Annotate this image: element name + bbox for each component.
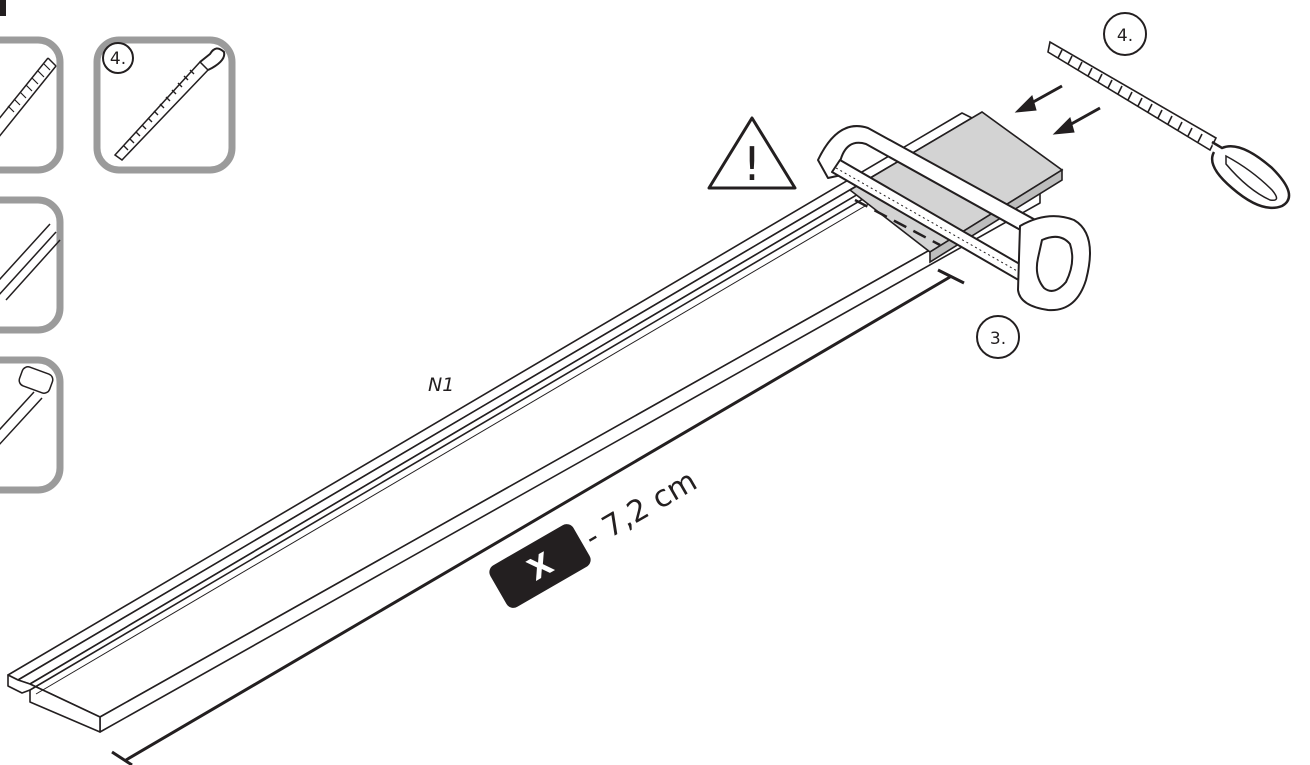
profile-bar-n1 — [7, 112, 1041, 733]
tool-panel-ruler — [0, 36, 64, 174]
ruler-icon — [0, 57, 57, 137]
dimension-value: - 7,2 cm — [579, 463, 703, 555]
hacksaw-icon — [817, 125, 1091, 312]
tool-panel-file: 4. — [93, 36, 236, 174]
warning-symbol: ! — [743, 137, 761, 191]
corner-mark — [0, 0, 6, 16]
warning-triangle-icon: ! — [707, 116, 797, 191]
arrow-left-icon — [1014, 84, 1063, 113]
step-label-3: 3. — [990, 329, 1006, 349]
direction-arrows — [1014, 84, 1101, 135]
step-badge-4-panel — [102, 42, 134, 74]
arrow-right-icon — [1052, 106, 1101, 135]
step-badge-3: 3. — [976, 315, 1020, 359]
part-label-n1: N1 — [428, 374, 454, 396]
dimension-line — [111, 268, 965, 765]
hacksaw-small-icon — [0, 366, 54, 445]
file-icon — [1047, 40, 1291, 210]
cut-line — [854, 198, 941, 247]
x-badge — [489, 524, 591, 608]
profile-icon — [0, 223, 61, 301]
file-small-icon — [113, 47, 226, 161]
step-label-4: 4. — [1117, 26, 1133, 46]
tool-panel-saw — [0, 356, 64, 494]
step-label-4-panel: 4. — [110, 49, 126, 69]
tool-panel-profile — [0, 196, 64, 334]
step-badge-4: 4. — [1103, 12, 1147, 56]
